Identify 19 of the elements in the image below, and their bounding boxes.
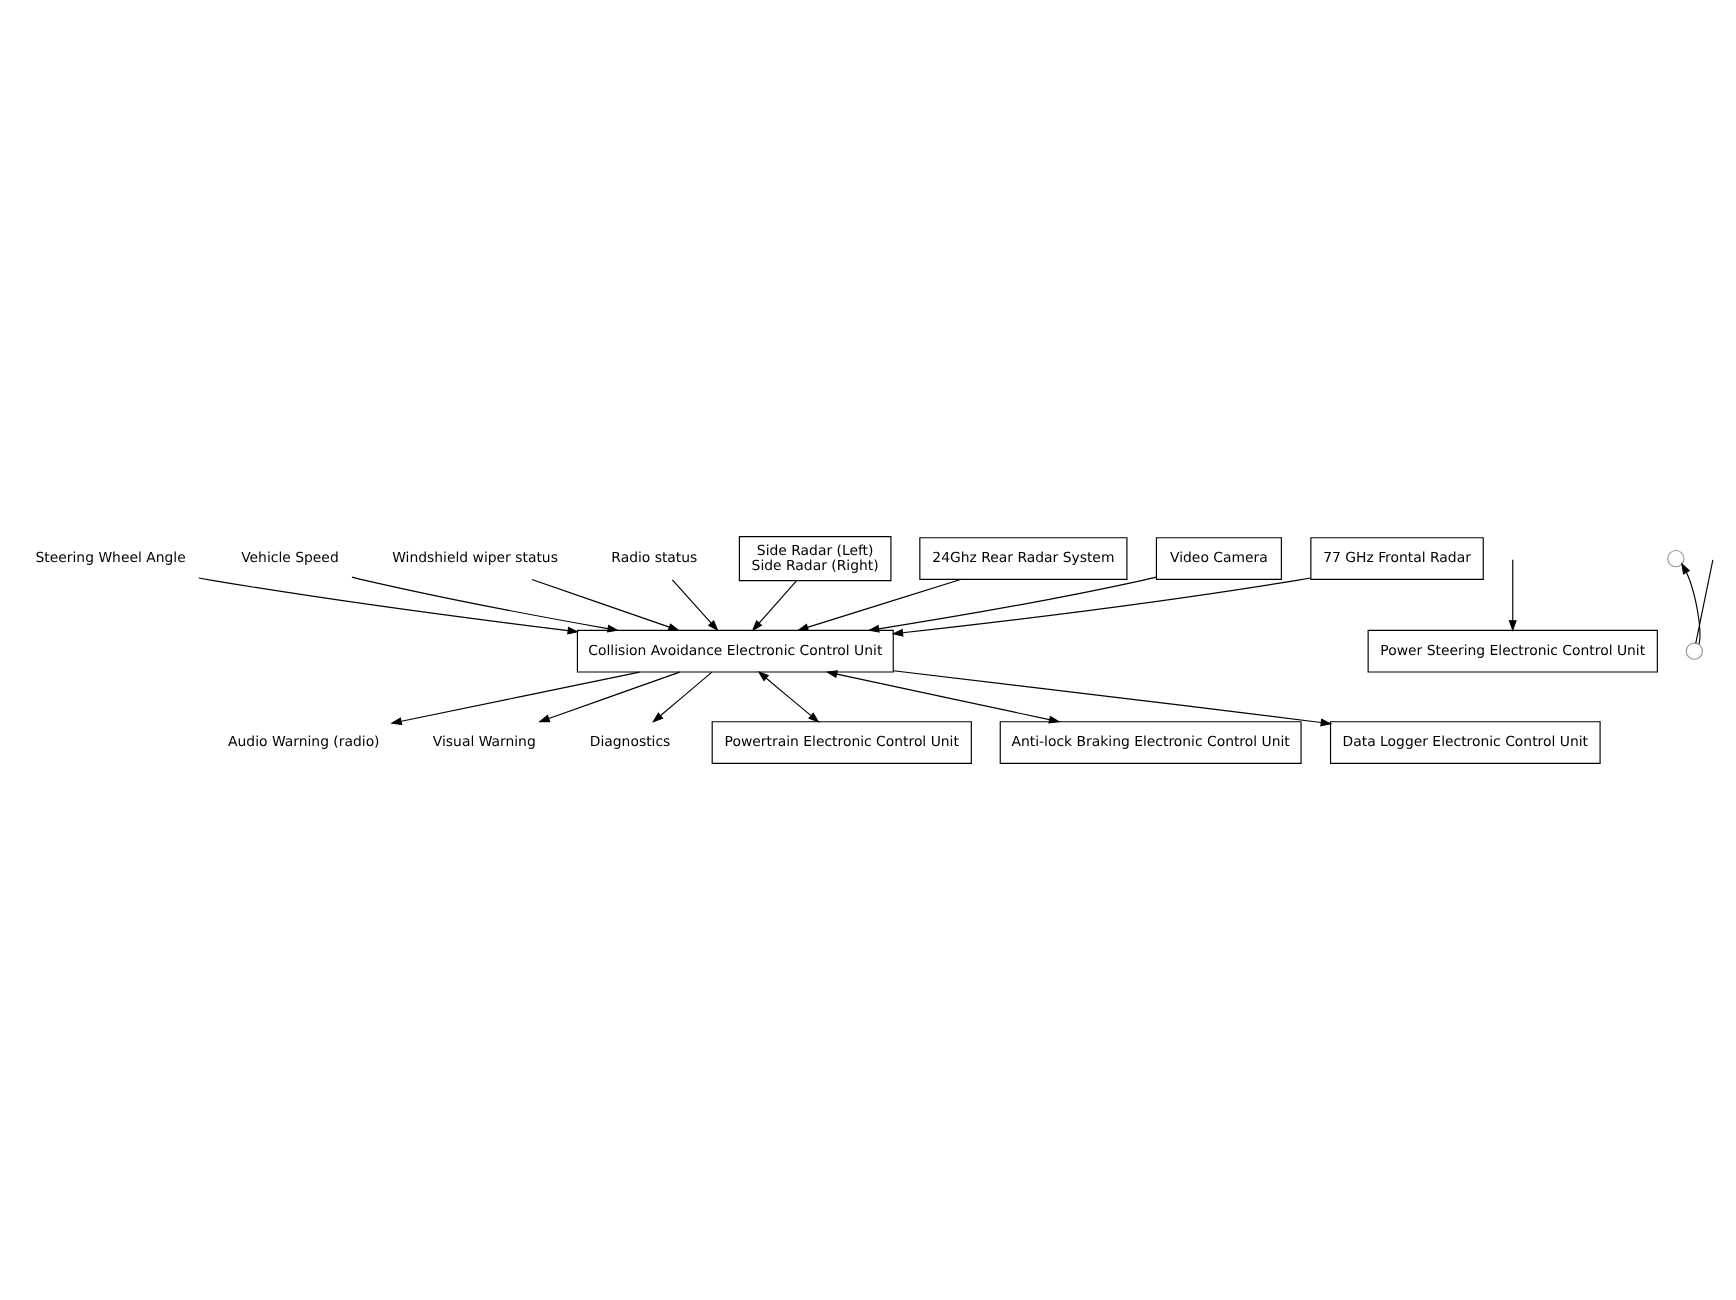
arrow [1681,562,1701,645]
arrow [198,577,580,635]
arrow [796,578,962,632]
node-circle [1685,642,1704,660]
arrow [1508,559,1517,632]
arrow [538,671,681,723]
arrow [652,671,713,723]
arrow [757,670,820,723]
arrow [351,576,619,633]
arrow [531,578,680,631]
arrow [751,580,798,632]
arrow [892,670,1333,727]
arrow [867,576,1157,633]
arrow [390,671,641,726]
node-circle [1667,549,1685,568]
arrow [671,579,719,632]
arrow [825,670,1061,724]
arrow [891,577,1312,637]
connector [1695,559,1714,644]
